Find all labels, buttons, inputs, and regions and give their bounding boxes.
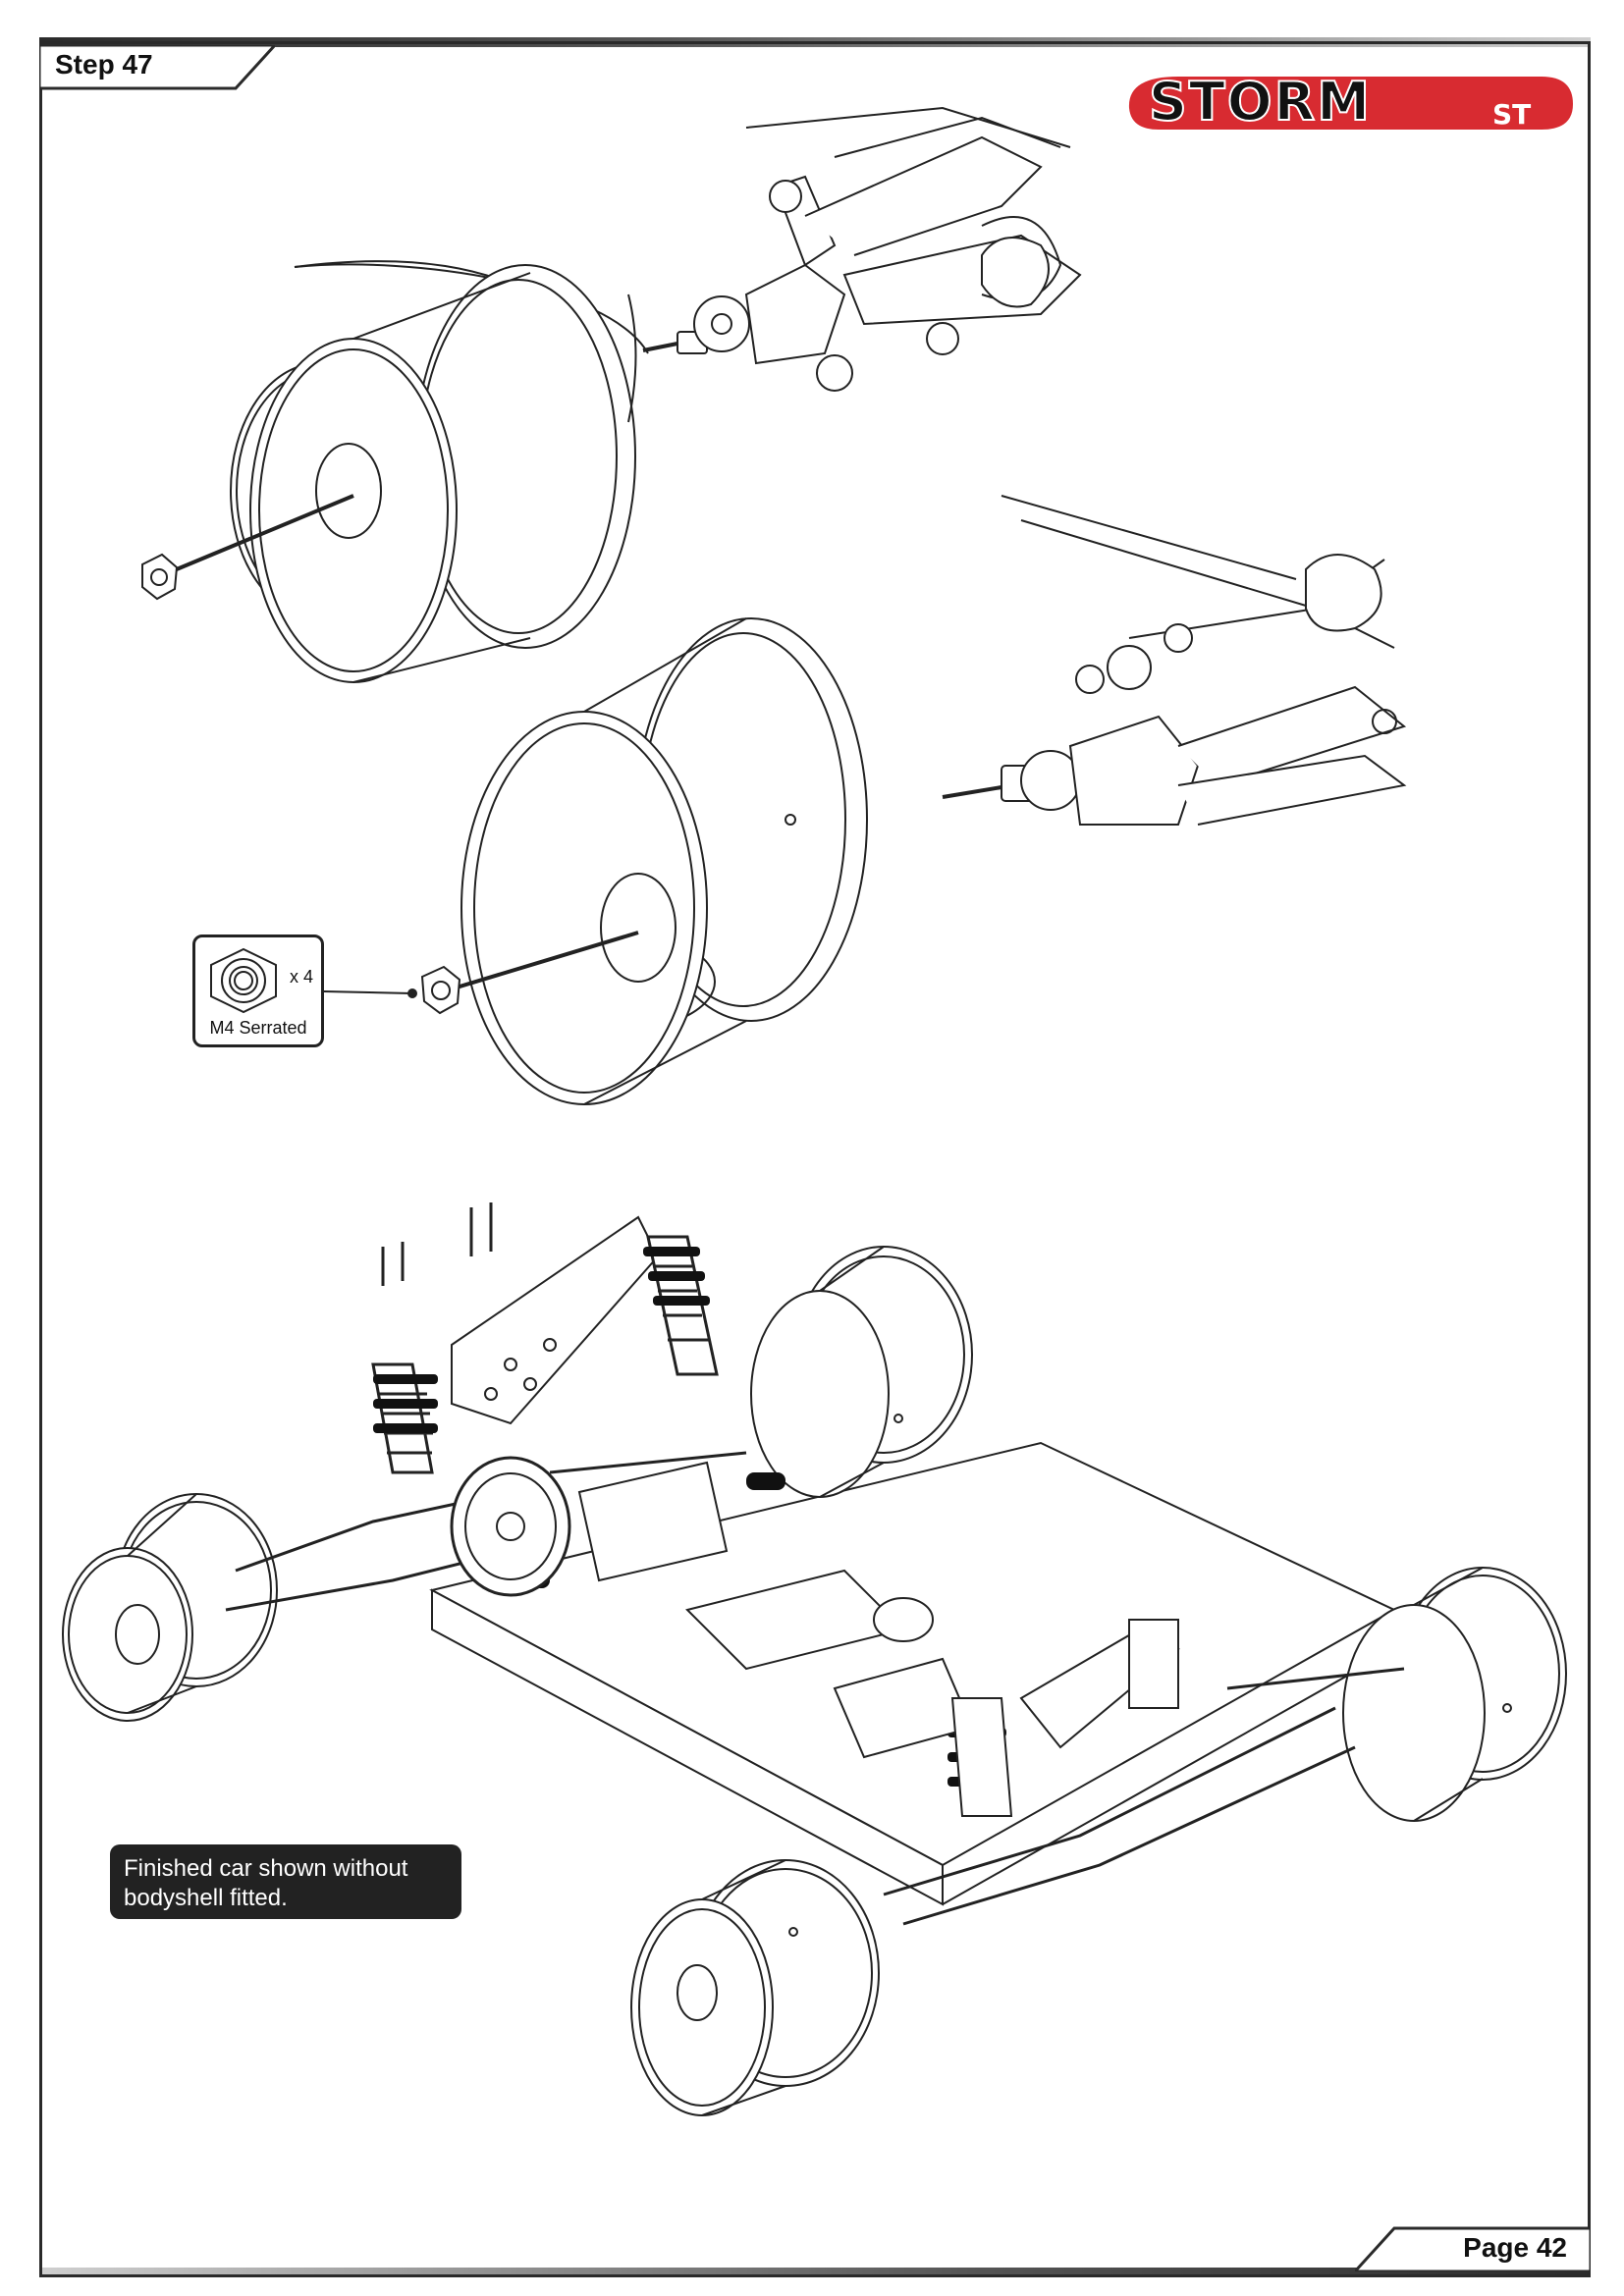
logo-main-text: STORM bbox=[1149, 71, 1372, 133]
storm-st-logo: STORM ST bbox=[1128, 70, 1573, 133]
parts-name: M4 Serrated bbox=[209, 1018, 307, 1038]
front-wheel-middle bbox=[436, 617, 868, 1105]
step-tab bbox=[39, 45, 275, 90]
wheel-nut-top bbox=[141, 553, 179, 601]
rear-hub-assembly-top bbox=[642, 106, 1082, 392]
hex-nut-icon bbox=[210, 947, 277, 1014]
front-hub-assembly-middle bbox=[942, 495, 1407, 826]
footer-bar bbox=[39, 2268, 1591, 2277]
parts-quantity: x 4 bbox=[290, 967, 314, 987]
hardware-parts-box: x 4 M4 Serrated bbox=[192, 934, 324, 1047]
finished-car-note: Finished car shown without bodyshell fit… bbox=[110, 1844, 461, 1919]
page-frame bbox=[39, 41, 1591, 2277]
wheel-nut-middle bbox=[323, 965, 461, 1015]
page-number: Page 42 bbox=[1463, 2232, 1567, 2263]
note-line-2: bodyshell fitted. bbox=[124, 1885, 288, 1911]
step-label: Step 47 bbox=[55, 49, 153, 80]
note-line-1: Finished car shown without bbox=[124, 1855, 408, 1882]
logo-sub-text: ST bbox=[1492, 98, 1531, 131]
page-tab bbox=[1355, 2226, 1591, 2271]
finished-car-illustration bbox=[62, 1202, 1567, 2116]
rear-wheel-top bbox=[171, 260, 649, 683]
